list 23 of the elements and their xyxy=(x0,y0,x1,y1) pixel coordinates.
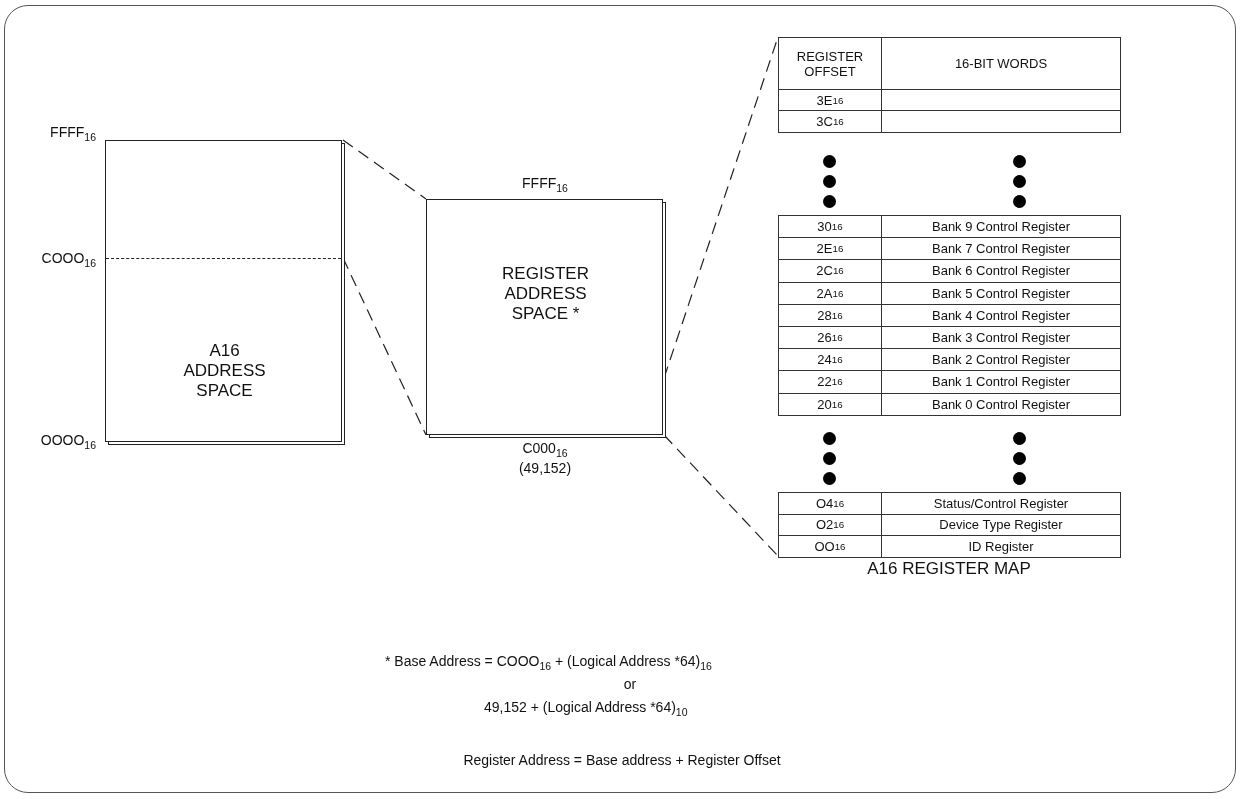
address-space-box xyxy=(105,140,342,442)
table-cell: Status/Control Register xyxy=(881,492,1121,515)
address-label: (49,152) xyxy=(518,459,572,477)
box-label: A16 ADDRESS SPACE xyxy=(182,341,267,401)
header-cell: REGISTER OFFSET xyxy=(778,37,882,90)
table-cell: Bank 9 Control Register xyxy=(881,215,1121,239)
dashed-line xyxy=(663,434,779,557)
formula-text: or xyxy=(623,675,637,693)
address-label: FFFF$_{16}$ xyxy=(522,174,568,196)
address-space-box xyxy=(426,199,663,435)
address-label: COOO$_{16}$ xyxy=(41,249,96,271)
address-label: OOOO$_{16}$ xyxy=(40,431,96,453)
formula-text: 49,152 + (Logical Address *64)$_{10}$ xyxy=(484,698,688,720)
box-label: REGISTER ADDRESS SPACE * xyxy=(501,264,590,324)
formula-text: Register Address = Base address + Register Offset xyxy=(463,751,781,769)
formula-text: * Base Address = COOO$_{16}$ + (Logical Address *64)$_{16}$ xyxy=(385,652,712,674)
table-cell: Bank 0 Control Register xyxy=(881,392,1121,416)
header-cell: 16-BIT WORDS xyxy=(881,37,1121,90)
dashed-line xyxy=(342,139,427,200)
table-cell: ID Register xyxy=(881,535,1121,558)
table-caption: A16 REGISTER MAP xyxy=(866,559,1032,579)
address-label: C000$_{16}$ xyxy=(522,439,568,461)
address-label: FFFF$_{16}$ xyxy=(50,123,96,145)
